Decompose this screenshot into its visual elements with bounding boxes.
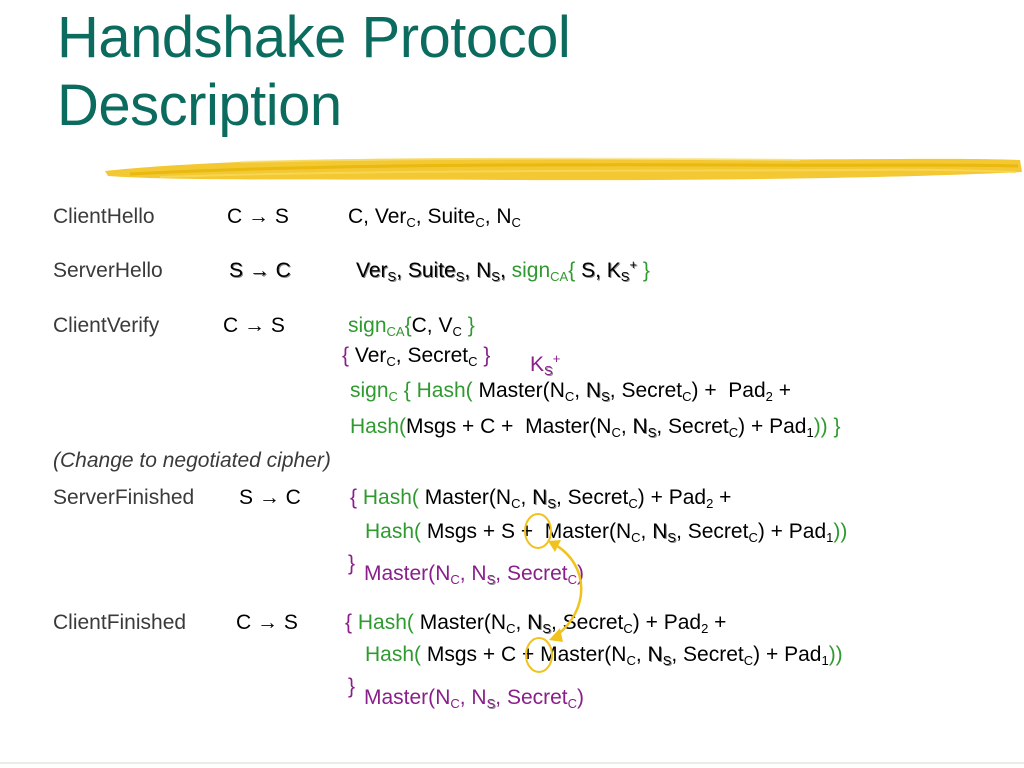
server-hello-label: ServerHello (53, 259, 163, 282)
server-hello-message: VerS, SuiteS, NS, signCA{ S, KS+ } (356, 257, 650, 284)
server-finished-line1: { Hash( Master(NC, NS, SecretC) + Pad2 + (350, 486, 732, 511)
server-finished-line2: Hash( Msgs + S + Master(NC, NS, SecretC)… (365, 520, 848, 545)
client-hello-direction: C → S (227, 205, 289, 228)
server-finished-master-key: Master(NC, NS, SecretC) (364, 562, 585, 587)
client-finished-label: ClientFinished (53, 611, 187, 634)
client-finished-close-brace: } (348, 675, 356, 698)
title-line-2: Description (57, 73, 342, 138)
server-finished-label: ServerFinished (53, 486, 195, 509)
server-hello-direction: S → C (229, 259, 291, 282)
server-finished-highlighted-s: S (501, 520, 516, 543)
client-finished-direction: C → S (236, 611, 298, 634)
server-finished-direction: S → C (239, 486, 301, 509)
client-verify-encrypted-secret: { VerC, SecretC } (342, 344, 491, 369)
client-finished-highlighted-c: C (501, 643, 517, 666)
client-verify-sign-c-line1: signC { Hash( Master(NC, NS, SecretC) + … (350, 379, 792, 404)
change-cipher-note: (Change to negotiated cipher) (53, 449, 331, 472)
client-verify-sign-ca: signCA{C, VC } (348, 314, 475, 339)
client-hello-label: ClientHello (53, 205, 155, 228)
server-finished-close-brace: } (348, 552, 356, 575)
server-public-key-annotation: KS+ (530, 351, 561, 378)
client-hello-message: C, VerC, SuiteC, NC (348, 205, 521, 230)
client-verify-label: ClientVerify (53, 314, 160, 337)
client-verify-sign-c-line2: Hash(Msgs + C + Master(NC, NS, SecretC) … (350, 415, 841, 440)
client-finished-line1: { Hash( Master(NC, NS, SecretC) + Pad2 + (345, 611, 727, 636)
yellow-brush-stroke-underline (105, 157, 1022, 181)
page-title: Handshake Protocol Description (57, 4, 571, 140)
client-finished-line2: Hash( Msgs + C + Master(NC, NS, SecretC)… (365, 643, 843, 668)
footer-divider (0, 762, 1024, 764)
client-finished-master-key: Master(NC, NS, SecretC) (364, 686, 585, 711)
title-line-1: Handshake Protocol (57, 5, 571, 70)
client-verify-direction: C → S (223, 314, 285, 337)
